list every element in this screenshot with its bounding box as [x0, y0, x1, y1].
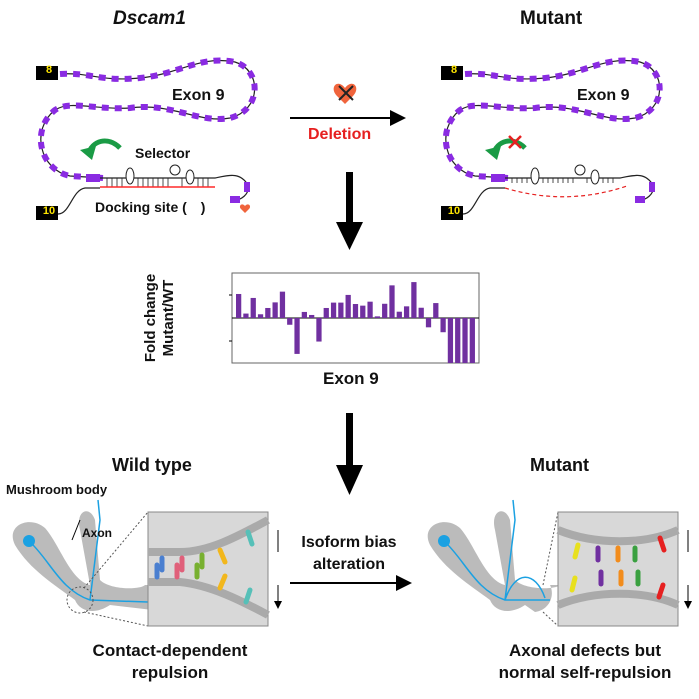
isoform-bias-label: Isoform bias alteration: [290, 532, 408, 576]
right-caption-2: normal self-repulsion: [498, 663, 672, 682]
bar-16: [345, 294, 351, 318]
bar-26: [418, 307, 424, 318]
deleted-docking-site: [504, 185, 628, 198]
bar-31: [455, 318, 461, 363]
bar-7: [279, 291, 286, 318]
bar-6: [272, 302, 278, 318]
mutant-title-bottom: Mutant: [530, 455, 589, 475]
mutant-exon8-label: 8: [450, 64, 458, 76]
mutant-mushroom-body: [427, 499, 688, 627]
bar-29: [440, 318, 446, 333]
down-arrow-1: [336, 172, 363, 250]
mutant-exon9-label: Exon 9: [577, 87, 630, 104]
ylabel-line-1: Fold change: [142, 273, 159, 363]
bar-17: [352, 304, 359, 318]
docking-site-label: Docking site (): [95, 199, 205, 215]
bar-2: [243, 313, 249, 318]
mushroom-body-label: Mushroom body: [6, 482, 108, 497]
right-caption: Axonal defects but normal self-repulsion: [465, 640, 699, 684]
exon10-label: 10: [42, 205, 56, 217]
bar-1: [236, 293, 242, 318]
bar-14: [330, 302, 337, 318]
dscam1-title: Dscam1: [113, 8, 186, 29]
bar-21: [382, 303, 388, 318]
isoform-line-2: alteration: [312, 556, 385, 573]
left-caption-2: repulsion: [131, 663, 209, 682]
docking-site-paren: ): [200, 199, 206, 215]
selector-label: Selector: [135, 145, 191, 161]
bar-4: [257, 314, 264, 318]
bar-25: [411, 282, 417, 318]
bar-5: [265, 307, 271, 318]
bar-8: [287, 318, 293, 325]
selector-base-pairs: [106, 178, 209, 187]
bar-chart: [229, 272, 480, 364]
mutant-exon-loop: [441, 60, 660, 220]
bar-10: [301, 311, 307, 318]
bar-11: [309, 314, 315, 318]
bar-3: [250, 297, 256, 318]
wildtype-exon-loop: [36, 60, 255, 220]
bar-30: [447, 318, 454, 363]
bar-9: [294, 318, 300, 354]
docking-site-text: Docking site (: [95, 199, 187, 215]
mutant-exon10-label: 10: [447, 205, 461, 217]
docking-heart-icon: [239, 204, 251, 213]
bar-18: [360, 305, 366, 318]
bar-22: [389, 285, 395, 318]
bar-13: [323, 307, 329, 318]
bar-24: [403, 306, 410, 318]
isoform-line-1: Isoform bias: [301, 534, 397, 551]
wildtype-title: Wild type: [112, 455, 192, 475]
exon9-label: Exon 9: [172, 87, 225, 104]
bar-23: [396, 311, 402, 318]
mutant-title-top: Mutant: [520, 8, 583, 29]
down-arrow-2: [336, 413, 363, 495]
bar-12: [316, 318, 322, 342]
right-caption-1: Axonal defects but: [508, 641, 662, 660]
bar-15: [338, 302, 344, 318]
block-x-icon: [508, 135, 522, 149]
bar-19: [367, 301, 373, 318]
bar-20: [374, 316, 381, 318]
left-caption-1: Contact-dependent: [92, 641, 248, 660]
chart-xlabel: Exon 9: [323, 369, 379, 388]
wildtype-mushroom-body: [12, 499, 278, 627]
bar-33: [469, 318, 475, 363]
exon8-label: 8: [45, 64, 53, 76]
bar-28: [433, 303, 439, 318]
ylabel-line-2: Mutant/WT: [160, 279, 177, 357]
cross-icon: [338, 85, 354, 101]
left-caption: Contact-dependent repulsion: [60, 640, 280, 684]
bar-27: [425, 318, 432, 328]
deletion-label: Deletion: [308, 126, 372, 143]
axon-label: Axon: [82, 526, 112, 540]
bar-32: [462, 318, 468, 363]
